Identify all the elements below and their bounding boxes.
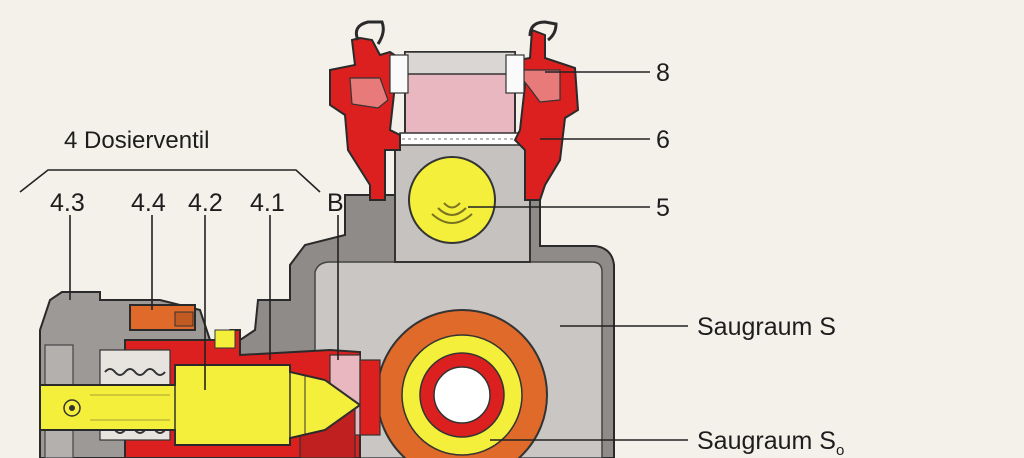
label-4-2: 4.2 <box>188 189 223 217</box>
valve-needle-4-2 <box>39 364 362 446</box>
adjuster-4-4 <box>129 304 196 331</box>
label-saugraum-s: Saugraum S <box>697 313 836 341</box>
label-4-1: 4.1 <box>250 189 285 217</box>
label-saugraum-s0-subscript: o <box>836 442 844 458</box>
label-6: 6 <box>656 126 670 154</box>
label-saugraum-s0-main: Saugraum S <box>697 427 836 455</box>
label-4-4: 4.4 <box>131 189 166 217</box>
label-5: 5 <box>656 194 670 222</box>
label-saugraum-s0: Saugraum So <box>697 427 844 458</box>
label-b: B <box>327 189 344 217</box>
leader-lines <box>19 71 688 441</box>
suction-chamber-s0 <box>359 309 548 458</box>
valve-ball-5 <box>408 156 496 244</box>
labels: 4 Dosierventil 4.3 4.4 4.2 4.1 B 8 6 5 S… <box>50 59 844 458</box>
label-4-3: 4.3 <box>50 189 85 217</box>
label-8: 8 <box>656 59 670 87</box>
group-title-dosierventil: 4 Dosierventil <box>64 127 209 154</box>
